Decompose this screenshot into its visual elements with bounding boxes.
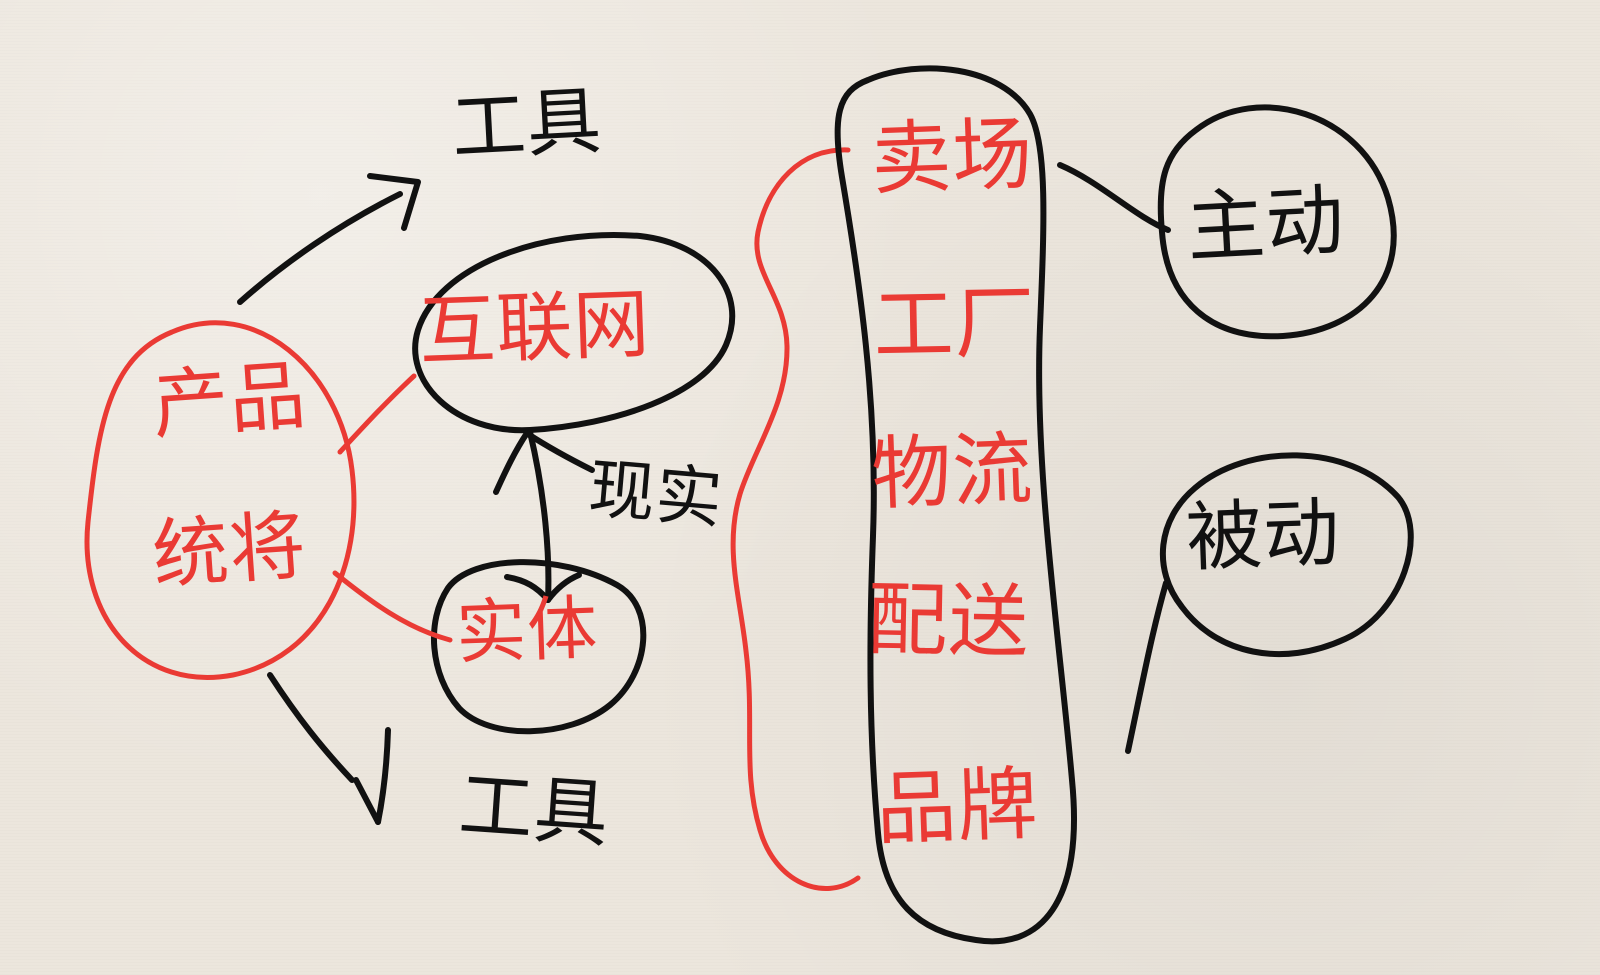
bottom-arrow-line xyxy=(267,672,355,783)
internet-label: 互联网 xyxy=(417,278,652,376)
delivery-label: 配送 xyxy=(866,573,1031,669)
work-label: 工厂 xyxy=(872,276,1037,372)
product-label-line-1: 产品 xyxy=(149,350,310,450)
link-product-internet xyxy=(337,373,417,455)
active-link xyxy=(1057,162,1171,233)
product-ellipse xyxy=(84,320,357,680)
logistics-label: 物流 xyxy=(869,422,1035,521)
passive-circle xyxy=(1159,452,1414,658)
tool-bottom-label: 工具 xyxy=(456,762,613,859)
connector-arrow-branch-3 xyxy=(545,572,582,603)
product-label-line-2: 统将 xyxy=(149,500,310,600)
tall-black-capsule xyxy=(834,65,1077,945)
brand-label: 品牌 xyxy=(874,757,1040,856)
market-label: 卖场 xyxy=(869,107,1035,206)
physical-label: 实体 xyxy=(454,587,600,674)
connector-arrow-branch-1 xyxy=(525,431,595,473)
link-product-physical xyxy=(332,570,453,643)
passive-link xyxy=(1125,580,1169,754)
realize-label: 现实 xyxy=(585,450,727,539)
red-curve-group xyxy=(730,147,861,891)
bottom-arrow-head xyxy=(375,727,391,825)
top-arrow-head xyxy=(367,173,421,231)
connector-arrow-line xyxy=(527,429,552,603)
tool-top-label: 工具 xyxy=(449,78,604,172)
active-label: 主动 xyxy=(1184,175,1348,274)
bottom-arrow-tip xyxy=(353,777,381,825)
connector-arrow-tail xyxy=(493,430,530,495)
active-circle xyxy=(1157,104,1397,340)
connector-arrow-branch-2 xyxy=(504,574,551,603)
passive-label: 被动 xyxy=(1184,487,1342,582)
top-arrow-line xyxy=(237,191,403,305)
internet-ellipse xyxy=(412,232,736,434)
